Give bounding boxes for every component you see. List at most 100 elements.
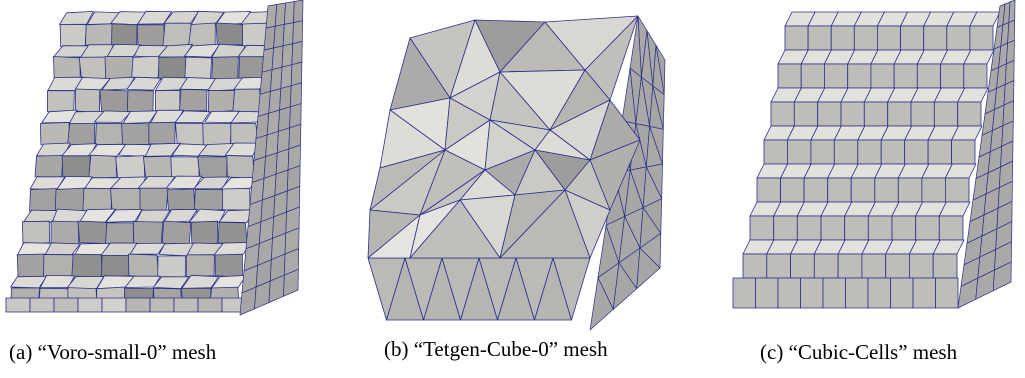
cubic-riser-cell <box>742 253 768 279</box>
voronoi-riser-cell <box>184 56 213 80</box>
voronoi-tread-cell <box>198 142 235 157</box>
voronoi-riser-cell <box>99 89 129 113</box>
voronoi-riser-cell <box>142 155 174 178</box>
cubic-base-cell <box>912 277 936 309</box>
cubic-riser-cell <box>787 139 812 165</box>
caption-tetgen-cube-0: (b) “Tetgen-Cube-0” mesh <box>384 337 608 361</box>
voronoi-riser-cell <box>82 187 112 212</box>
voronoi-riser-cell <box>101 254 132 278</box>
cubic-side-cell <box>1006 39 1015 65</box>
voronoi-riser-cell <box>217 221 248 244</box>
voronoi-riser-cell <box>193 188 224 213</box>
voronoi-side-cell <box>273 24 285 49</box>
cubic-riser-cell <box>900 25 925 51</box>
cubic-riser-cell <box>921 177 946 203</box>
tet-side-tri <box>636 247 661 290</box>
cubic-riser-cell <box>940 63 965 89</box>
cubic-riser-cell <box>853 25 878 51</box>
voronoi-side-cell <box>289 103 302 129</box>
voronoi-riser-cell <box>202 123 232 147</box>
panel-tetgen-cube-0: (b) “Tetgen-Cube-0” mesh <box>350 0 680 378</box>
cubic-riser-cell <box>857 139 882 165</box>
cubic-riser-cell <box>749 215 775 241</box>
voronoi-tread-cell <box>59 10 94 25</box>
voronoi-side-cell <box>282 22 294 47</box>
voronoi-riser-cell <box>54 187 85 213</box>
cubic-riser-cell <box>850 177 876 203</box>
cubic-riser-cell <box>944 177 970 203</box>
voronoi-riser-cell <box>221 187 251 211</box>
cubic-riser-cell <box>770 101 795 127</box>
cubic-riser-cell <box>810 139 835 165</box>
voronoi-riser-cell <box>47 90 75 113</box>
cubic-riser-cell <box>803 177 829 203</box>
voronoi-tread-cell <box>88 143 127 157</box>
tet-side-tri <box>612 262 638 310</box>
cubic-base-cell <box>822 277 846 309</box>
cubic-base-cell <box>845 277 869 309</box>
voronoi-side-cell <box>278 106 291 132</box>
cubic-riser-cell <box>800 63 825 89</box>
cubic-riser-cell <box>885 253 910 279</box>
tet-face-tri <box>409 199 501 259</box>
cubic-riser-cell <box>927 139 953 165</box>
voronoi-riser-cell <box>88 154 117 180</box>
cubic-riser-cell <box>807 25 832 51</box>
voronoi-tread-cell <box>44 242 81 256</box>
voronoi-riser-cell <box>139 187 169 213</box>
panel-cubic-cells: (c) “Cubic-Cells” mesh <box>715 0 1025 378</box>
cubic-base-cell <box>890 277 914 309</box>
cubic-riser-cell <box>923 25 948 51</box>
voronoi-riser-cell <box>121 122 150 146</box>
cubic-riser-cell <box>824 63 849 89</box>
cubic-riser-cell <box>933 101 959 127</box>
cubic-riser-cell <box>908 253 934 279</box>
cubic-riser-cell <box>813 253 839 279</box>
voronoi-riser-cell <box>179 88 208 112</box>
voronoi-riser-cell <box>170 156 200 179</box>
voronoi-side-cell <box>279 85 292 111</box>
cubic-riser-cell <box>777 63 802 89</box>
cubic-riser-cell <box>897 177 923 203</box>
cubic-side-cell <box>1007 19 1016 44</box>
voronoi-riser-cell <box>16 253 45 278</box>
voronoi-riser-cell <box>132 221 164 245</box>
voronoi-riser-cell <box>77 220 108 245</box>
voronoi-riser-cell <box>111 23 138 47</box>
cubic-riser-cell <box>784 25 809 51</box>
cubic-riser-cell <box>867 215 893 241</box>
voronoi-riser-cell <box>61 155 91 180</box>
cubic-riser-cell <box>880 139 906 165</box>
voronoi-mesh-render <box>5 0 304 316</box>
cubic-riser-cell <box>969 25 994 51</box>
cubic-side-cell <box>992 261 1012 292</box>
voronoi-riser-cell <box>185 254 215 278</box>
cubic-base-cell <box>935 277 959 309</box>
cubic-base-cell <box>800 277 824 309</box>
cubic-mesh-render <box>732 0 1016 309</box>
voronoi-riser-cell <box>190 220 219 245</box>
cubic-riser-cell <box>887 101 912 127</box>
voronoi-riser-cell <box>157 56 187 81</box>
cubic-riser-cell <box>837 253 863 279</box>
voronoi-tread-cell <box>126 76 162 91</box>
voronoi-base-cell <box>53 297 79 313</box>
voronoi-tread-cell <box>171 143 208 157</box>
voronoi-side-cell <box>274 2 286 27</box>
voronoi-riser-cell <box>50 220 80 245</box>
cubic-riser-cell <box>861 253 887 279</box>
cubic-base-cell <box>755 277 779 309</box>
voronoi-riser-cell <box>85 23 114 48</box>
cubic-riser-cell <box>951 139 976 165</box>
cubic-riser-cell <box>932 253 958 279</box>
voronoi-riser-cell <box>104 56 134 80</box>
cubic-riser-cell <box>793 101 819 127</box>
voronoi-side-cell <box>266 109 280 136</box>
voronoi-riser-cell <box>67 123 96 147</box>
voronoi-side-cell <box>292 20 303 44</box>
cubic-riser-cell <box>790 253 815 279</box>
voronoi-riser-cell <box>215 22 244 46</box>
voronoi-riser-cell <box>157 255 186 279</box>
cubic-side-cell <box>957 277 979 309</box>
voronoi-base-cell <box>101 297 127 313</box>
